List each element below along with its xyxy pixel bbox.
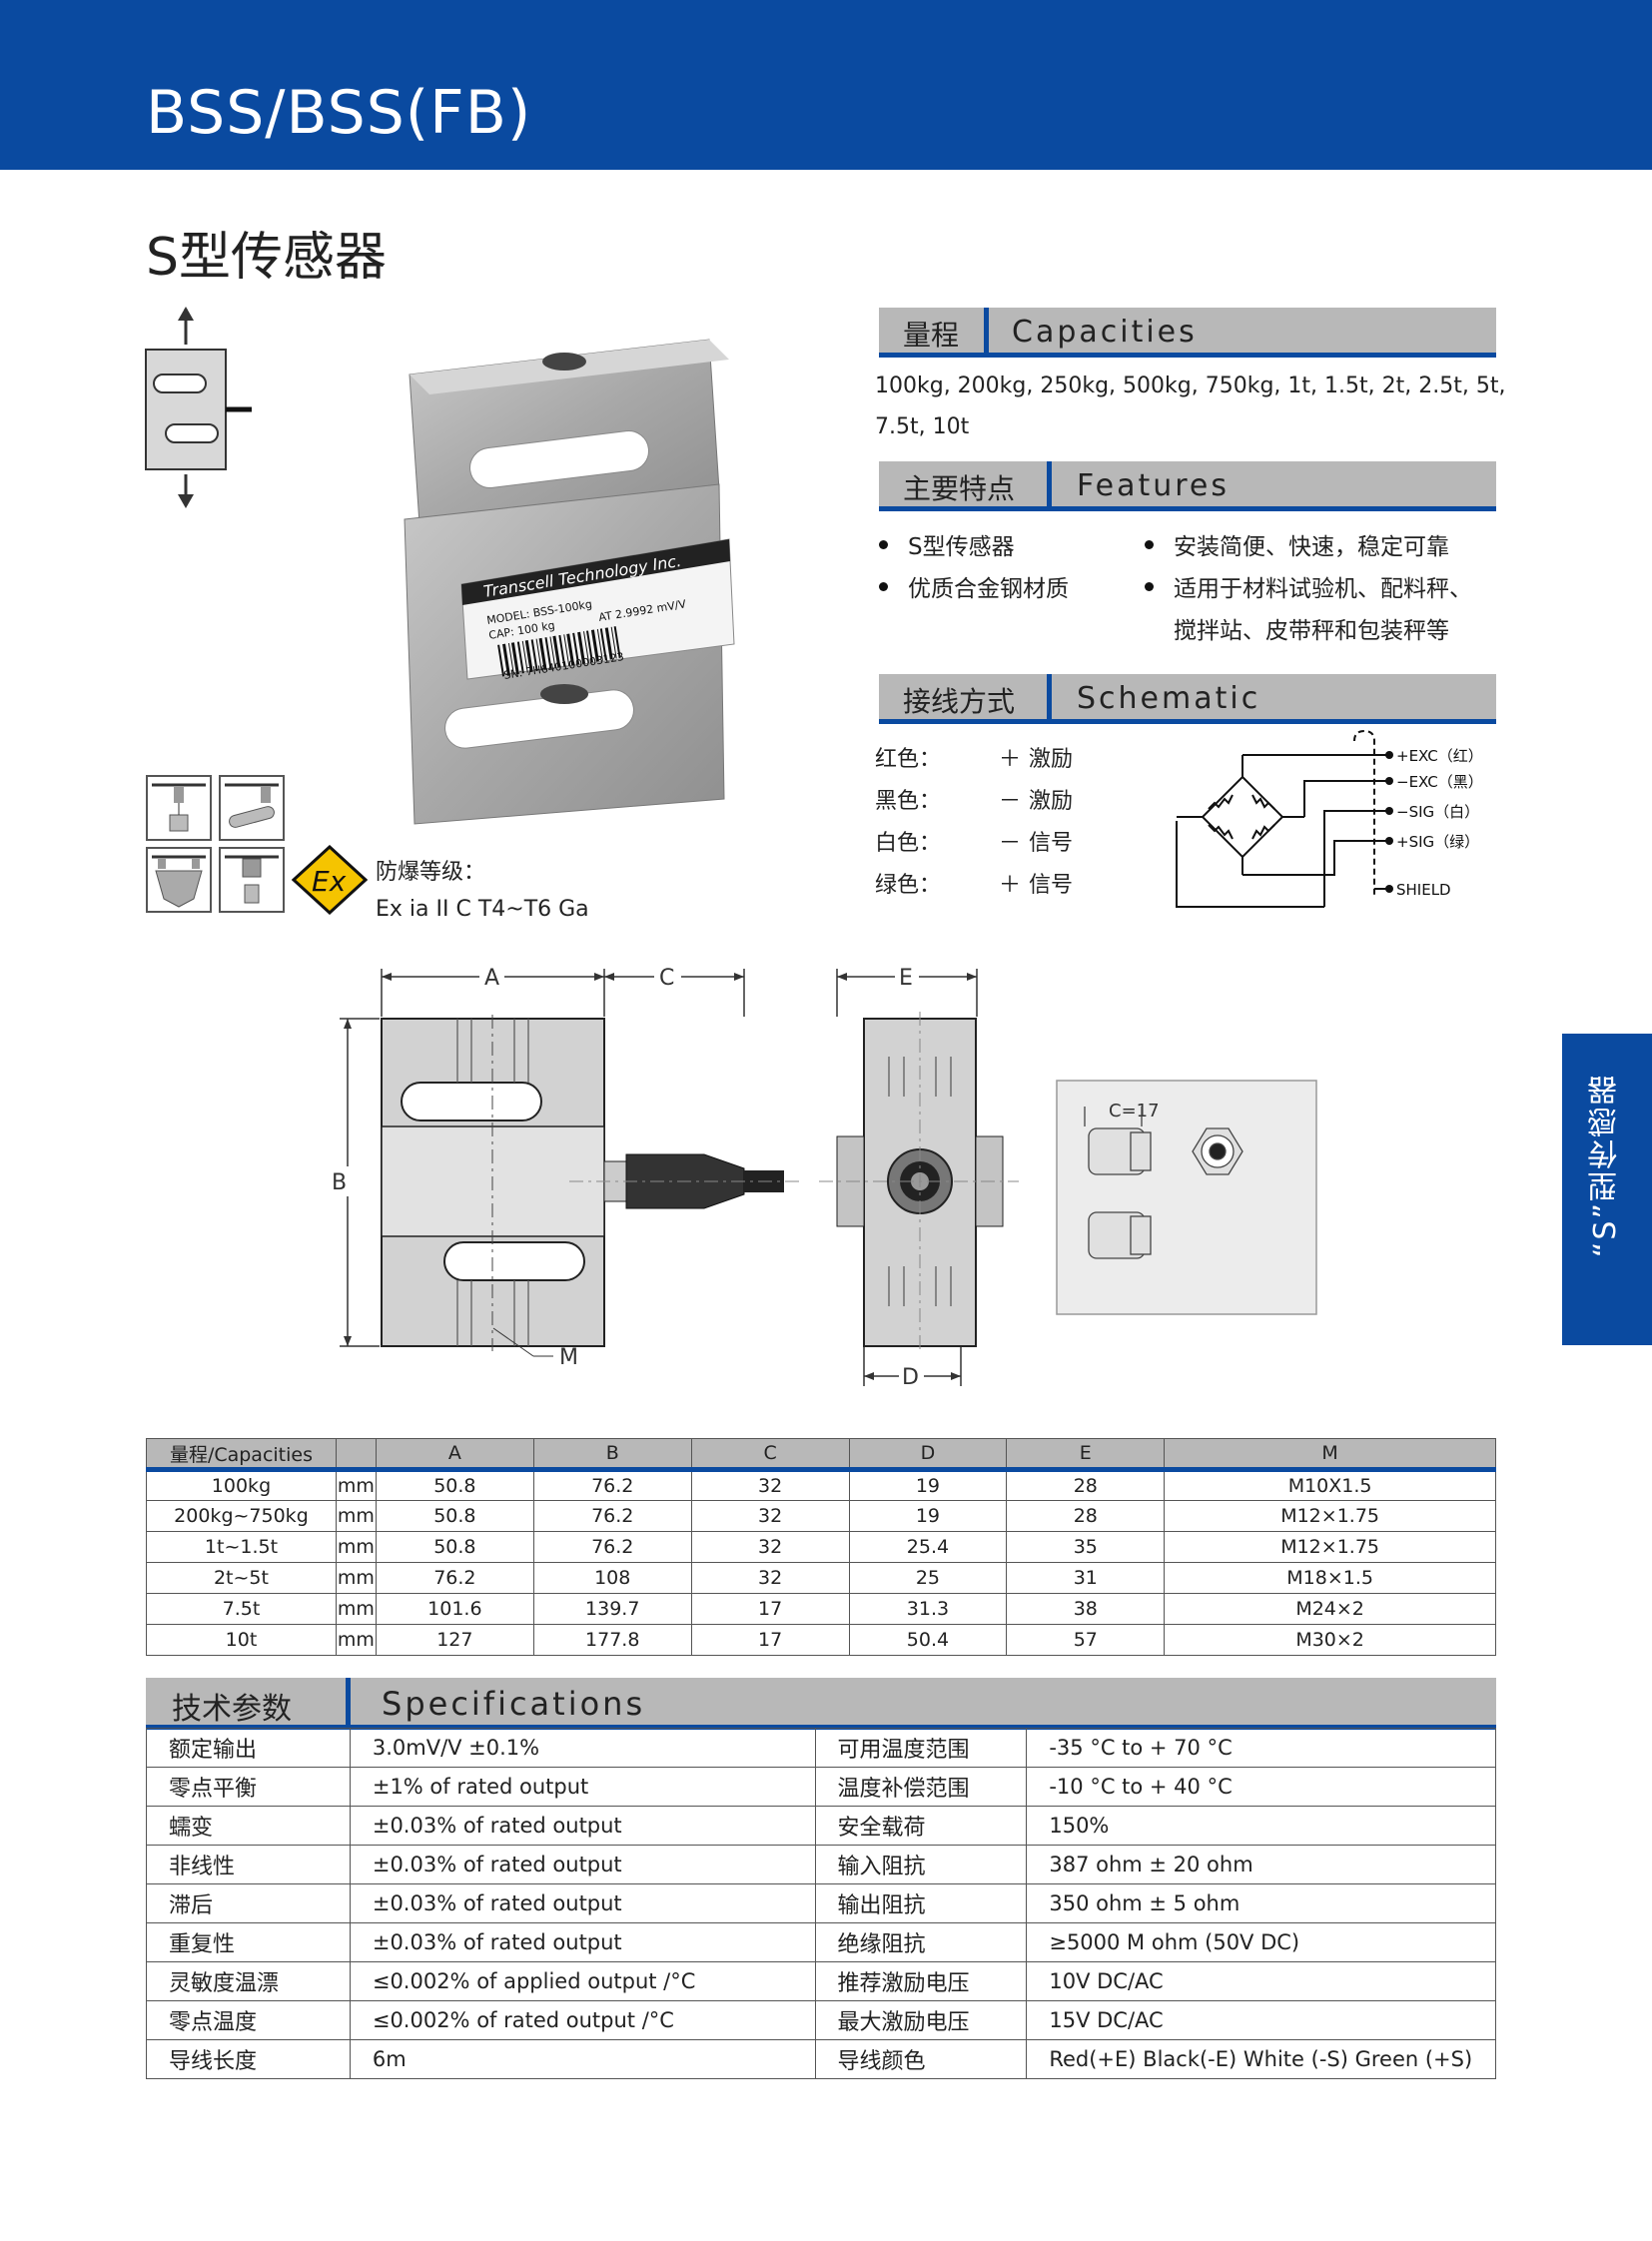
terminal-exc-minus: −EXC（黑）: [1396, 773, 1483, 791]
dim-label-e: E: [899, 966, 913, 991]
specifications-zh: 技术参数: [172, 1692, 292, 1727]
terminal-exc-plus: +EXC（红）: [1396, 747, 1483, 765]
barcode: [497, 626, 621, 677]
application-thumb-1: [146, 775, 212, 841]
col-header: 量程/Capacities: [146, 1438, 337, 1470]
schematic-en: Schematic: [1077, 681, 1261, 716]
explosion-rating: Ex ia II C T4~T6 Ga: [376, 897, 589, 922]
side-tab[interactable]: “S”型传感器: [1562, 1034, 1652, 1345]
wire-func: 激励: [1029, 789, 1074, 814]
schematic-zh: 接线方式: [903, 685, 1016, 718]
capacities-header: 量程 Capacities: [879, 308, 1496, 358]
wire-color-white: 白色：: [875, 831, 942, 856]
terminal-shield: SHIELD: [1396, 881, 1451, 899]
page-subtitle: S型传感器: [146, 228, 388, 288]
page-title: BSS/BSS(FB): [146, 78, 532, 148]
specifications-header: 技术参数 Specifications: [146, 1678, 1496, 1730]
capacities-en: Capacities: [1012, 315, 1198, 350]
capacities-line-1: 100kg, 200kg, 250kg, 500kg, 750kg, 1t, 1…: [875, 374, 1506, 398]
schematic-header: 接线方式 Schematic: [879, 674, 1496, 724]
col-header: C: [690, 1438, 850, 1470]
dim-label-c: C: [659, 966, 674, 991]
col-header: A: [375, 1438, 534, 1470]
col-header: D: [848, 1438, 1008, 1470]
col-header: E: [1006, 1438, 1166, 1470]
wire-color-black: 黑色：: [875, 789, 942, 814]
wire-func: 激励: [1029, 747, 1074, 772]
wire-color-green: 绿色：: [875, 873, 942, 898]
svg-text:Ex: Ex: [312, 865, 347, 898]
feature-item-cont: 搅拌站、皮带秤和包装秤等: [1174, 618, 1449, 644]
wire-sign: ＋: [999, 873, 1022, 898]
wire-color-red: 红色：: [875, 747, 942, 772]
application-thumb-4: [219, 847, 285, 913]
capacities-zh: 量程: [903, 319, 960, 352]
load-direction-icon: [145, 307, 252, 508]
dim-label-d: D: [902, 1365, 919, 1390]
wire-func: 信号: [1029, 831, 1074, 856]
wiring-diagram: +EXC（红） −EXC（黑） −SIG（白） +SIG（绿） SHIELD: [1176, 729, 1483, 908]
wire-sign: ＋: [999, 747, 1022, 772]
wire-func: 信号: [1029, 873, 1074, 898]
dim-label-b: B: [332, 1170, 347, 1195]
feature-item: 安装简便、快速，稳定可靠: [1145, 527, 1449, 561]
dimension-drawing: A C B M E D C=17: [332, 966, 1317, 1390]
wire-sign: －: [999, 789, 1022, 814]
dim-label-a: A: [484, 966, 499, 991]
feature-item: 适用于材料试验机、配料秤、: [1145, 569, 1472, 603]
detail-c17: C=17: [1109, 1101, 1160, 1121]
features-en: Features: [1077, 468, 1230, 503]
table-header-row: 量程/Capacities A B C D E M: [146, 1438, 1496, 1470]
col-header: B: [532, 1438, 692, 1470]
application-thumb-3: [146, 847, 212, 913]
wire-sign: －: [999, 831, 1022, 856]
side-tab-label: “S”型传感器: [1588, 1074, 1623, 1258]
explosion-label: 防爆等级：: [376, 860, 486, 885]
product-photo: Transcell Technology Inc. MODEL: BSS-100…: [404, 339, 735, 825]
features-header: 主要特点 Features: [879, 461, 1496, 511]
application-thumb-2: [219, 775, 285, 841]
col-header: [335, 1438, 377, 1470]
col-header: M: [1164, 1438, 1496, 1470]
specifications-en: Specifications: [382, 1685, 646, 1723]
terminal-sig-minus: −SIG（白）: [1396, 803, 1479, 821]
feature-item: 优质合金钢材质: [879, 569, 1069, 603]
capacities-line-2: 7.5t, 10t: [875, 414, 970, 439]
terminal-sig-plus: +SIG（绿）: [1396, 833, 1479, 851]
feature-item: S型传感器: [879, 527, 1015, 561]
dim-label-m: M: [559, 1345, 578, 1370]
features-zh: 主要特点: [903, 472, 1016, 505]
header-bar: [0, 0, 1652, 170]
ex-symbol-icon: Ex: [292, 845, 368, 915]
